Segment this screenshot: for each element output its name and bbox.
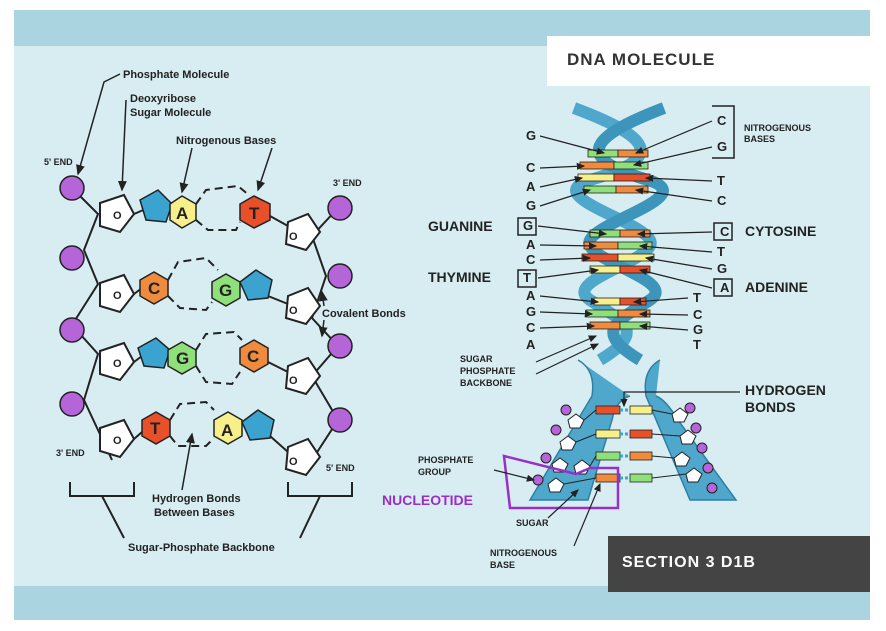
nitrogenous-bases-label-line2: BASES bbox=[744, 134, 775, 144]
phosphate-molecule-label: Phosphate Molecule bbox=[123, 69, 229, 81]
helix-letter: T bbox=[717, 244, 725, 259]
hydrogen-bonds-label-line1: Hydrogen Bonds bbox=[152, 493, 241, 505]
nitrogenous-base-label-line1: NITROGENOUS bbox=[490, 548, 557, 558]
cytosine-label: CYTOSINE bbox=[745, 223, 816, 239]
helix-letter: G bbox=[526, 304, 536, 319]
deoxyribose-label-line1: Deoxyribose bbox=[130, 93, 196, 105]
hydrogen-bonds-label-line2: Between Bases bbox=[154, 507, 235, 519]
five-end-top-label: 5' END bbox=[44, 157, 73, 167]
ladder-rungs bbox=[595, 405, 653, 483]
helix-letter: C bbox=[693, 307, 703, 322]
sugar-oxygen: O bbox=[289, 305, 298, 317]
adenine-label: ADENINE bbox=[745, 279, 808, 295]
deoxyribose-label-line2: Sugar Molecule bbox=[130, 107, 211, 119]
base-letter: A bbox=[176, 204, 188, 223]
helix-letter: A bbox=[526, 237, 536, 252]
nitrogenous-bases-label-line1: NITROGENOUS bbox=[744, 123, 811, 133]
hydrogen-bonds-label-line2: BONDS bbox=[745, 399, 796, 415]
helix-letter: C bbox=[720, 224, 730, 239]
helix-letter: A bbox=[720, 280, 730, 295]
base-letter: C bbox=[148, 279, 160, 298]
helix-letter: C bbox=[717, 193, 727, 208]
helix-letter: G bbox=[523, 218, 533, 233]
base-pair-1: A T bbox=[133, 184, 289, 231]
sugar-oxygen: O bbox=[289, 375, 298, 387]
helix-letter: G bbox=[526, 198, 536, 213]
base-letter: T bbox=[150, 419, 161, 438]
base-letter: A bbox=[221, 421, 233, 440]
helix-letter: T bbox=[523, 270, 531, 285]
backbone-label-line2: PHOSPHATE bbox=[460, 366, 515, 376]
base-pair-3: G C bbox=[133, 330, 289, 386]
left-sugars bbox=[99, 193, 136, 459]
helix-letter: T bbox=[717, 173, 725, 188]
helix-letter: G bbox=[717, 261, 727, 276]
base-letter: C bbox=[247, 347, 259, 366]
right-labels: NITROGENOUS BASES GUANINE THYMINE CYTOSI… bbox=[382, 123, 826, 570]
phosphate-groups bbox=[59, 175, 353, 433]
helix-letter: G bbox=[693, 322, 703, 337]
helix-left-letters: G C A G G A C T A G C A bbox=[517, 128, 537, 352]
backbone-label: Sugar-Phosphate Backbone bbox=[128, 542, 275, 554]
sugar-oxygen: O bbox=[289, 456, 298, 468]
helix-letter: C bbox=[526, 252, 536, 267]
helix-letter: C bbox=[526, 160, 536, 175]
left-labels: Phosphate Molecule Deoxyribose Sugar Mol… bbox=[44, 69, 406, 554]
three-end-bottom-label: 3' END bbox=[56, 448, 85, 458]
helix-right-letters: C G T C C T G A T C G T bbox=[693, 105, 735, 352]
hydrogen-bonds-label-line1: HYDROGEN bbox=[745, 382, 826, 398]
page-title: DNA MOLECULE bbox=[567, 50, 716, 69]
base-pair-4: T A bbox=[133, 400, 289, 453]
base-letter: T bbox=[249, 204, 260, 223]
thymine-label: THYMINE bbox=[428, 269, 491, 285]
sugar-oxygen: O bbox=[113, 435, 122, 447]
base-pair-2: C G bbox=[133, 256, 289, 312]
sugar-oxygen: O bbox=[289, 231, 298, 243]
base-letter: G bbox=[176, 349, 189, 368]
nitrogenous-bases-label: Nitrogenous Bases bbox=[176, 135, 276, 147]
helix-letter: T bbox=[693, 290, 701, 305]
right-sugars bbox=[284, 212, 322, 477]
section-label: SECTION 3 D1B bbox=[622, 554, 756, 571]
guanine-label: GUANINE bbox=[428, 218, 493, 234]
helix-letter: C bbox=[717, 113, 727, 128]
sugar-oxygen: O bbox=[113, 210, 122, 222]
section-box: SECTION 3 D1B bbox=[608, 536, 870, 592]
left-structure: O O O O O O O O bbox=[59, 175, 353, 539]
backbone-label-line3: BACKBONE bbox=[460, 378, 512, 388]
title-box: DNA MOLECULE bbox=[547, 36, 870, 86]
phosphate-group-label-line1: PHOSPHATE bbox=[418, 455, 473, 465]
trunk-sugars bbox=[547, 407, 703, 493]
nitrogenous-base-label-line2: BASE bbox=[490, 560, 515, 570]
helix-letter: A bbox=[526, 288, 536, 303]
nucleotide-label: NUCLEOTIDE bbox=[382, 492, 473, 508]
covalent-bonds-label: Covalent Bonds bbox=[322, 308, 406, 320]
five-end-bottom-label: 5' END bbox=[326, 463, 355, 473]
sugar-oxygen: O bbox=[113, 358, 122, 370]
helix-letter: A bbox=[526, 179, 536, 194]
base-letter: G bbox=[219, 281, 232, 300]
helix-letter: C bbox=[526, 320, 536, 335]
phosphate-group-label-line2: GROUP bbox=[418, 467, 451, 477]
sugar-label: SUGAR bbox=[516, 518, 549, 528]
backbone-label-line1: SUGAR bbox=[460, 354, 493, 364]
sugar-oxygen: O bbox=[113, 290, 122, 302]
helix-letter: G bbox=[717, 139, 727, 154]
three-end-top-label: 3' END bbox=[333, 178, 362, 188]
helix-letter: A bbox=[526, 337, 536, 352]
helix-letter: T bbox=[693, 337, 701, 352]
helix-letter: G bbox=[526, 128, 536, 143]
trunk-phosphates bbox=[532, 402, 718, 494]
